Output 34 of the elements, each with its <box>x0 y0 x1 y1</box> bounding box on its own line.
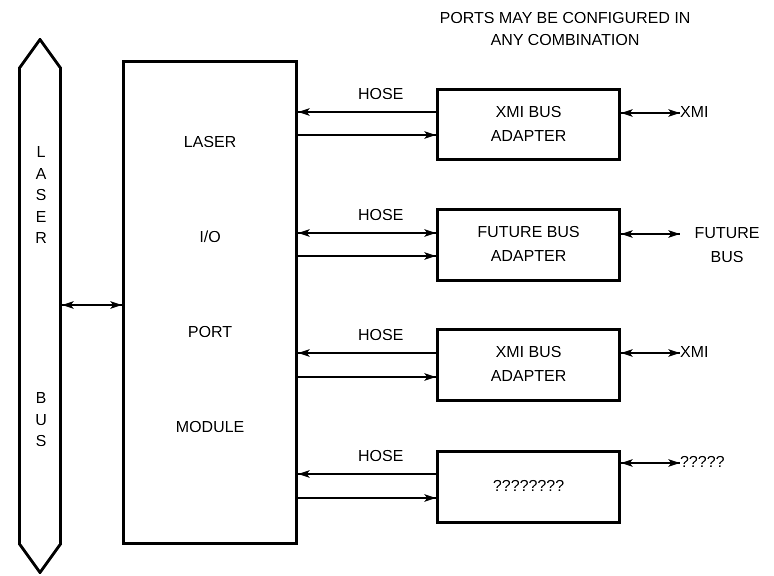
bus-label: FUTURE BUS <box>680 222 774 270</box>
module-label: I/O <box>198 228 222 248</box>
adapter-box <box>436 88 621 161</box>
vertical-label: BUS <box>34 389 48 452</box>
bus-hexagon <box>18 38 62 574</box>
arrow <box>298 470 436 478</box>
module-label: PORT <box>186 323 234 343</box>
arrow <box>298 252 436 260</box>
arrow <box>298 229 436 237</box>
arrow <box>621 459 680 467</box>
adapter-box <box>436 328 621 402</box>
arrow <box>298 494 436 502</box>
module-label: MODULE <box>174 418 246 438</box>
adapter-box <box>436 208 621 282</box>
note-text: PORTS MAY BE CONFIGURED IN ANY COMBINATION <box>438 9 692 51</box>
arrow <box>621 109 680 117</box>
adapter-label: XMI BUS ADAPTER <box>490 102 568 146</box>
arrow <box>298 108 436 116</box>
arrow <box>62 301 122 309</box>
adapter-label: XMI BUS ADAPTER <box>490 343 568 387</box>
adapter-label: FUTURE BUS ADAPTER <box>476 223 581 267</box>
vertical-label: LASER <box>34 143 48 250</box>
arrow <box>298 349 436 357</box>
adapter-box <box>436 450 621 524</box>
bus-label: XMI <box>680 341 708 365</box>
adapter-label: ???????? <box>492 477 566 497</box>
arrow <box>621 349 680 357</box>
bus-label: ????? <box>680 451 724 475</box>
arrow <box>298 131 436 139</box>
arrow <box>621 230 680 238</box>
module-label: LASER <box>182 133 238 153</box>
bus-label: XMI <box>680 101 708 125</box>
arrow <box>298 373 436 381</box>
module-box <box>122 60 298 545</box>
